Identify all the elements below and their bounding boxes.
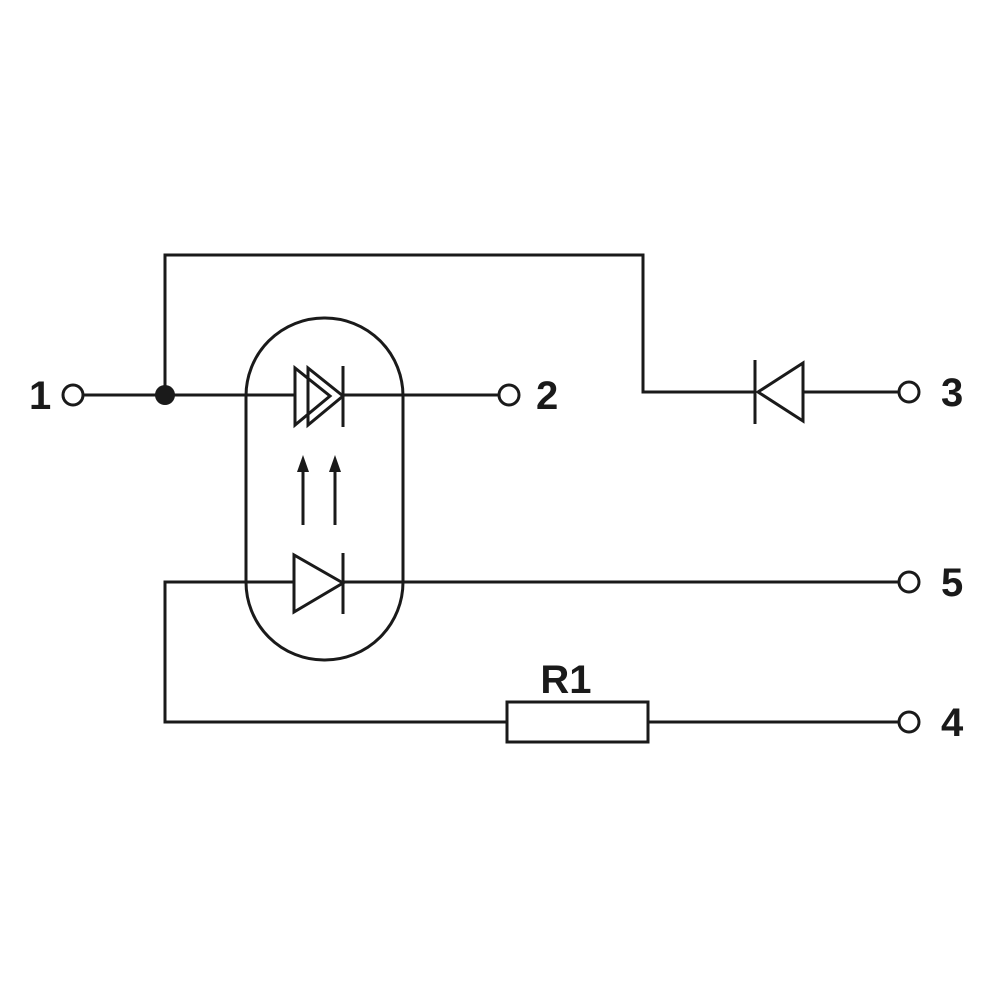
diode-triangle	[755, 360, 805, 424]
terminal-5	[897, 570, 921, 594]
junction-dot	[155, 385, 175, 405]
terminal-3-label: 3	[941, 371, 963, 415]
resistor-body	[505, 700, 650, 744]
led-triangle	[292, 552, 346, 615]
optocoupler-enclosure	[244, 316, 405, 662]
thyristor-triangle-2	[306, 364, 346, 429]
terminal-3	[897, 380, 921, 404]
terminal-4	[897, 710, 921, 734]
diode-symbol	[753, 360, 805, 424]
photo-thyristor-symbol	[293, 364, 346, 429]
light-arrow-right-head	[329, 455, 341, 472]
terminal-2	[497, 383, 521, 407]
resistor-label: R1	[540, 658, 591, 702]
wire-top-loop	[163, 253, 757, 397]
thyristor-triangle-1	[293, 364, 333, 429]
wire-led-cathode-loop	[163, 580, 509, 724]
light-arrows	[297, 455, 341, 525]
led-symbol	[292, 552, 346, 615]
terminal-1-label: 1	[29, 374, 51, 418]
terminal-4-label: 4	[941, 701, 964, 745]
terminal-1	[61, 383, 85, 407]
terminal-5-label: 5	[941, 561, 963, 605]
terminal-2-label: 2	[536, 374, 558, 418]
light-arrow-left-head	[297, 455, 309, 472]
wires	[82, 253, 900, 724]
